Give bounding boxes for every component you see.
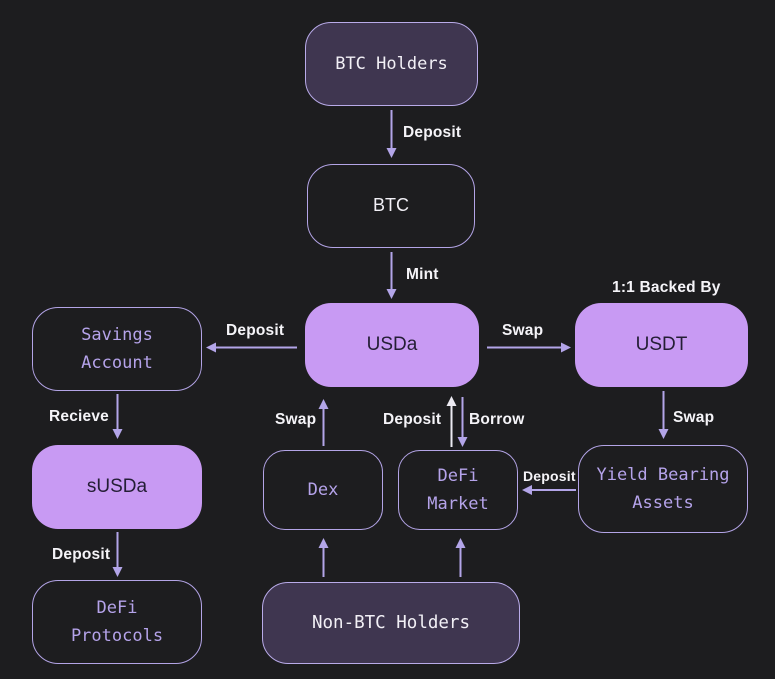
edge-btc-holders-to-btc: [386, 110, 397, 158]
node-defi-market: DeFi Market: [398, 450, 518, 530]
edge-susda-to-defi-protocols: [112, 532, 123, 577]
edge-non-btc-to-dex: [318, 538, 329, 577]
edge-yield-assets-to-defi-market: [522, 485, 576, 495]
edge-label-swap-dex: Swap: [275, 411, 317, 428]
node-savings-account: Savings Account: [32, 307, 202, 391]
node-usdt: USDT: [575, 303, 748, 387]
edge-label-deposit-defi-market: Deposit: [383, 411, 442, 428]
node-btc: BTC: [307, 164, 475, 248]
edge-defi-market-to-usda-deposit: [446, 396, 457, 447]
edge-label-deposit-savings: Deposit: [226, 322, 285, 339]
edge-label-borrow: Borrow: [469, 411, 525, 428]
edge-dex-to-usda: [318, 399, 329, 446]
edge-non-btc-to-defi-market: [455, 538, 466, 577]
edge-btc-to-usda: [386, 252, 397, 299]
edge-usda-to-defi-market-borrow: [457, 397, 468, 447]
edge-label-backed-by: 1:1 Backed By: [612, 279, 721, 296]
edge-label-swap-usdt: Swap: [502, 322, 544, 339]
edge-label-deposit-btc: Deposit: [403, 124, 462, 141]
node-susda: sUSDa: [32, 445, 202, 529]
edge-label-deposit-yield: Deposit: [523, 468, 576, 484]
edge-label-swap-yield: Swap: [673, 409, 715, 426]
edge-label-recieve: Recieve: [49, 408, 110, 425]
edge-usda-to-usdt: [487, 342, 571, 353]
node-btc-holders: BTC Holders: [305, 22, 478, 106]
edge-label-deposit-defi-protocols: Deposit: [52, 546, 111, 563]
edge-savings-to-susda: [112, 394, 123, 439]
edge-usda-to-savings-account: [206, 342, 297, 353]
node-usda: USDa: [305, 303, 479, 387]
node-defi-protocols: DeFi Protocols: [32, 580, 202, 664]
node-dex: Dex: [263, 450, 383, 530]
node-non-btc-holders: Non-BTC Holders: [262, 582, 520, 664]
edge-label-mint: Mint: [406, 266, 439, 283]
node-yield-bearing-assets: Yield Bearing Assets: [578, 445, 748, 533]
edge-usdt-to-yield-assets: [658, 391, 669, 439]
